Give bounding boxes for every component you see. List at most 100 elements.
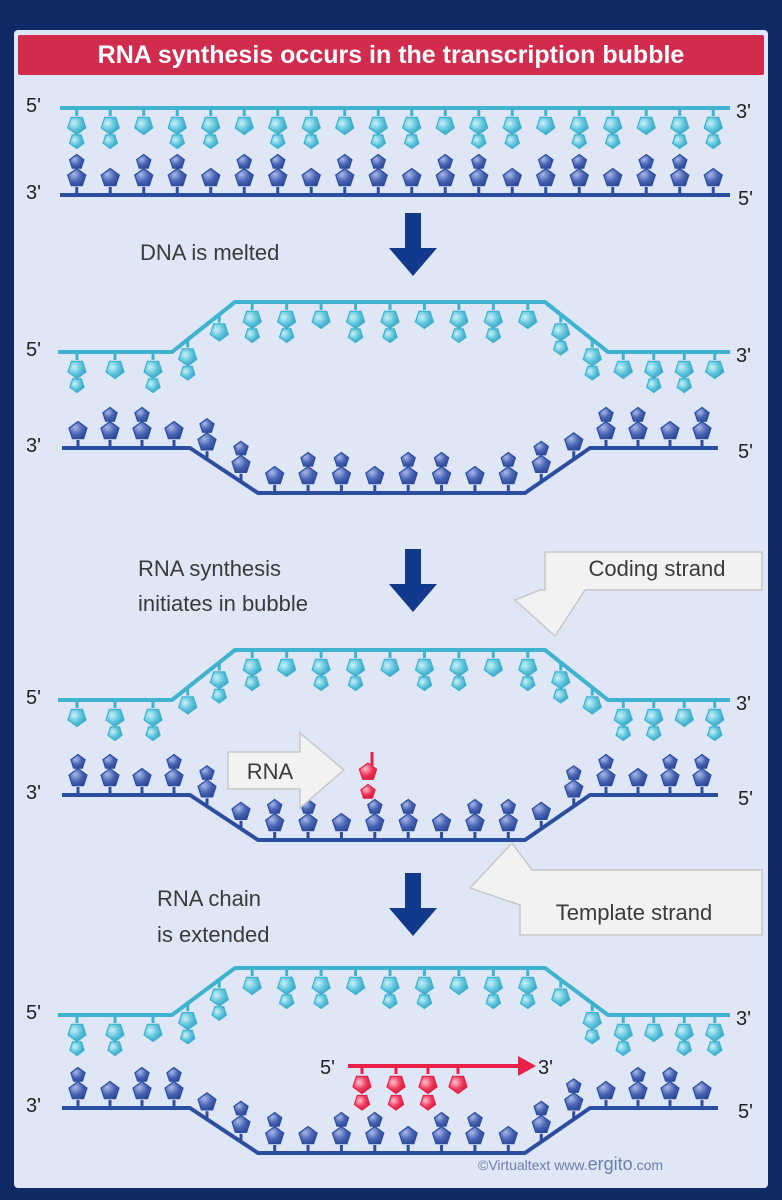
nucleotide-base: [166, 1066, 182, 1082]
five-prime-label: 5': [26, 687, 41, 709]
nucleotide-base: [519, 676, 536, 692]
rna-base: [419, 1094, 437, 1111]
nucleotide-base: [468, 167, 489, 187]
nucleotide-base: [451, 676, 467, 692]
nucleotide-base: [266, 798, 283, 814]
nucleotide-base: [483, 976, 504, 996]
nucleotide-base: [669, 167, 690, 187]
nucleotide-base: [400, 798, 417, 814]
nucleotide-base: [199, 418, 215, 433]
nucleotide-base: [278, 328, 295, 344]
template-strand-1: [60, 153, 730, 197]
step-label: initiates in bubble: [138, 591, 308, 616]
nucleotide-base: [365, 1125, 385, 1145]
nucleotide-base: [301, 116, 322, 136]
nucleotide-base: [613, 708, 634, 728]
nucleotide-base: [519, 994, 536, 1010]
nucleotide-base: [197, 1092, 217, 1111]
nucleotide-base: [628, 1080, 648, 1100]
nucleotide-base: [366, 1111, 383, 1127]
rna-base: [418, 1075, 438, 1095]
nucleotide-base: [582, 348, 603, 367]
nucleotide-base: [630, 406, 646, 422]
nucleotide-base: [234, 167, 255, 187]
nucleotide-base: [692, 420, 712, 440]
nucleotide-base: [676, 1041, 693, 1057]
nucleotide-base: [347, 676, 364, 692]
template-strand-4: [62, 1066, 718, 1155]
nucleotide-base: [311, 310, 331, 330]
nucleotide-base: [164, 420, 184, 440]
nucleotide-base: [211, 688, 228, 704]
nucleotide-base: [100, 116, 121, 136]
nucleotide-base: [68, 1080, 88, 1100]
nucleotide-base: [298, 812, 318, 832]
nucleotide-base: [467, 798, 483, 814]
nucleotide-base: [416, 676, 433, 692]
step-arrow: [389, 213, 437, 276]
nucleotide-base: [550, 988, 571, 1008]
nucleotide-base: [200, 116, 221, 136]
nucleotide-base: [107, 726, 123, 742]
coding-strand-arrow: [513, 551, 763, 638]
nucleotide-base: [414, 310, 435, 330]
nucleotide-base: [336, 153, 353, 169]
nucleotide-base: [638, 153, 655, 169]
rna-three-prime-label: 3': [538, 1057, 553, 1079]
nucleotide-base: [368, 116, 389, 136]
nucleotide-base: [531, 454, 552, 473]
nucleotide-base: [431, 812, 452, 832]
nucleotide-base: [483, 658, 504, 678]
nucleotide-base: [145, 378, 161, 394]
nucleotide-base: [197, 779, 217, 798]
nucleotide-base: [563, 779, 584, 798]
nucleotide-base: [233, 440, 249, 456]
nucleotide-base: [266, 1111, 283, 1127]
nucleotide-base: [615, 1041, 632, 1057]
nucleotide-base: [143, 1023, 163, 1043]
nucleotide-base: [662, 753, 678, 769]
nucleotide-base: [177, 1011, 198, 1031]
nucleotide-base: [313, 994, 329, 1010]
nucleotide-base: [660, 1080, 680, 1100]
nucleotide-base: [470, 153, 487, 169]
nucleotide-base: [694, 406, 710, 422]
nucleotide-base: [298, 465, 318, 485]
credit-text: ©Virtualtext www.ergito.com: [478, 1154, 663, 1174]
nucleotide-base: [706, 1041, 723, 1057]
three-prime-label: 3': [26, 1095, 41, 1117]
nucleotide-base: [674, 708, 695, 728]
coding-strand-callout: [513, 551, 763, 638]
nucleotide-base: [276, 976, 297, 996]
nucleotide-base: [200, 167, 221, 187]
nucleotide-base: [662, 1066, 678, 1082]
five-prime-label: 5': [738, 441, 753, 463]
nucleotide-base: [199, 765, 215, 780]
template-strand-callout: [468, 841, 763, 936]
rna-label: RNA: [247, 759, 294, 784]
nucleotide-base: [550, 323, 571, 342]
coding-strand-label: Coding strand: [589, 556, 726, 581]
nucleotide-base: [602, 167, 623, 187]
nucleotide-base: [571, 134, 588, 150]
nucleotide-base: [70, 753, 86, 769]
nucleotide-base: [550, 671, 571, 690]
nucleotide-base: [669, 116, 690, 136]
nucleotide-base: [69, 1041, 85, 1057]
nucleotide-base: [334, 116, 355, 136]
nucleotide-base: [643, 1023, 664, 1043]
nucleotide-base: [100, 1080, 120, 1100]
nucleotide-base: [703, 167, 724, 187]
nucleotide-base: [278, 994, 295, 1010]
template-strand-2: [62, 406, 718, 495]
three-prime-label: 3': [26, 435, 41, 457]
nucleotide-base: [431, 465, 452, 485]
nucleotide-base: [704, 1023, 725, 1043]
nucleotide-base: [209, 323, 230, 342]
nucleotide-base: [628, 420, 648, 440]
nucleotide-base: [167, 167, 188, 187]
nucleotide-base: [269, 153, 286, 169]
nucleotide-base: [643, 360, 664, 380]
template-strand-arrow: [468, 841, 763, 936]
nucleotide-base: [398, 1125, 418, 1145]
